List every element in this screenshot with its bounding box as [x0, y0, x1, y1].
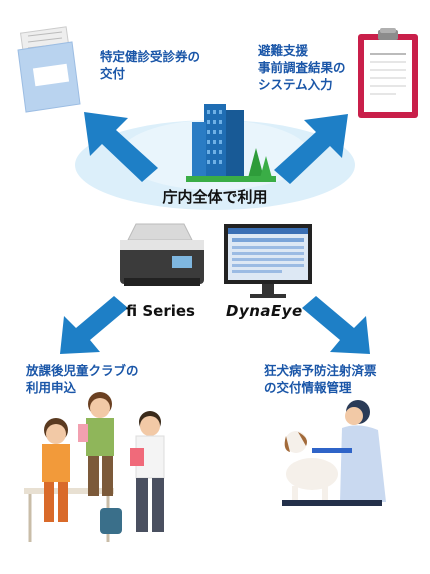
product-dynaeye: DynaEye — [226, 302, 303, 320]
arrow-down-right-icon — [302, 296, 370, 354]
arrow-down-left-icon — [60, 296, 128, 354]
dog-vaccination-illustration — [282, 400, 386, 506]
arrow-up-right-icon — [274, 114, 348, 184]
product-fi-series: fi Series — [126, 302, 195, 320]
envelope-icon — [17, 26, 81, 113]
city-hall-building-icon — [186, 104, 276, 182]
label-rabies-vaccination-management: 狂犬病予防注射済票 の交付情報管理 — [264, 363, 377, 395]
arrow-up-left-icon — [84, 112, 158, 182]
clipboard-icon — [358, 28, 418, 118]
label-health-checkup-ticket: 特定健診受診券の 交付 — [100, 49, 201, 81]
label-used-across-office: 庁内全体で利用 — [162, 188, 268, 206]
scanner-icon — [120, 223, 204, 286]
children-illustration — [24, 392, 165, 542]
monitor-icon — [224, 224, 312, 298]
label-after-school-club-application: 放課後児童クラブの 利用申込 — [26, 363, 139, 395]
label-evacuation-survey-input: 避難支援 事前調査結果の システム入力 — [258, 43, 346, 92]
